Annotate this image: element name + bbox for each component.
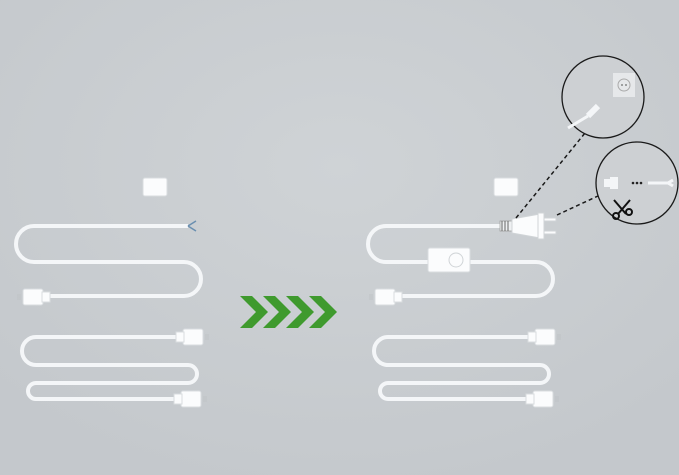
end-cap-icon <box>493 177 519 197</box>
bare-wire-icon <box>187 220 197 232</box>
cable-before <box>14 177 209 408</box>
cable-after <box>366 177 561 408</box>
end-cap-icon <box>142 177 168 197</box>
callout-lines <box>515 132 599 219</box>
callout-cut-plug <box>595 141 679 225</box>
inline-switch-icon <box>427 247 471 273</box>
cut-dots <box>631 181 643 185</box>
power-plug-icon <box>567 103 601 130</box>
power-plug-icon <box>604 177 618 189</box>
arrow-chevrons-icon <box>240 296 337 328</box>
bare-wire-icon <box>648 178 674 188</box>
callout-plug-into-socket <box>561 55 645 139</box>
power-plug-icon <box>499 212 557 240</box>
wall-socket-icon <box>613 73 635 97</box>
scissors-icon <box>612 199 633 220</box>
